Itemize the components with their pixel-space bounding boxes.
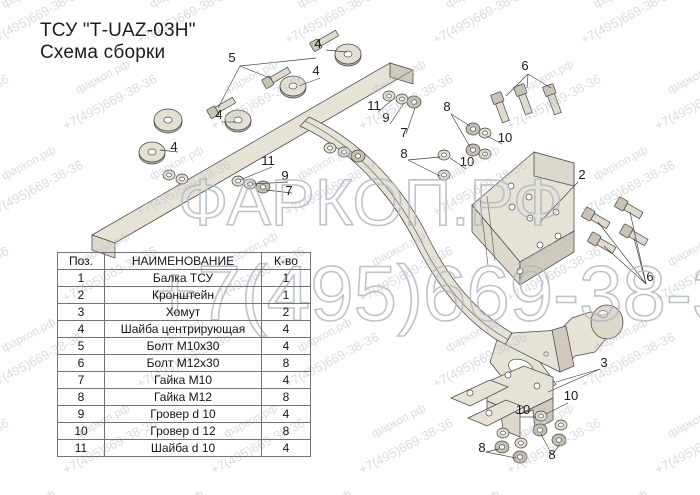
row-name: Гровер d 12 [104, 422, 262, 440]
callout-10: 10 [564, 388, 578, 403]
callout-11: 11 [261, 153, 275, 168]
fastener-cluster-center [162, 90, 422, 194]
page-title: ТСУ "Т-UAZ-03Н" Схема сборки [40, 20, 196, 64]
header-name: НАИМЕНОВАНИЕ [104, 252, 262, 270]
bolt-m10-parts [206, 29, 340, 119]
row-qty: 8 [261, 354, 311, 372]
row-name: Болт М12х30 [104, 354, 262, 372]
header-qty: К-во [261, 252, 311, 270]
callout-3: 3 [600, 355, 607, 370]
bracket-part [471, 151, 575, 286]
row-name: Гровер d 10 [104, 405, 262, 423]
row-name: Шайба центрирующая [104, 320, 262, 338]
table-header-row: Поз. НАИМЕНОВАНИЕ К-во [57, 252, 311, 270]
callout-8: 8 [400, 146, 407, 161]
callout-7: 7 [285, 183, 292, 198]
centering-washer-parts [138, 43, 362, 165]
header-pos: Поз. [57, 252, 105, 270]
row-pos: 2 [57, 286, 105, 304]
callout-9: 9 [382, 110, 389, 125]
row-qty: 2 [261, 303, 311, 321]
callout-6: 6 [521, 58, 528, 73]
callout-10: 10 [498, 130, 512, 145]
row-name: Балка ТСУ [104, 269, 262, 287]
row-qty: 1 [261, 269, 311, 287]
u-clamp-parts [450, 365, 554, 438]
bolt-m12-right-parts [581, 196, 649, 255]
bolt-m12-top-parts [490, 83, 562, 124]
row-pos: 5 [57, 337, 105, 355]
beam-bar [91, 62, 414, 259]
callout-8: 8 [478, 440, 485, 455]
row-qty: 1 [261, 286, 311, 304]
callout-5: 5 [228, 50, 235, 65]
row-qty: 4 [261, 337, 311, 355]
callout-4: 4 [170, 139, 177, 154]
row-pos: 7 [57, 371, 105, 389]
row-qty: 8 [261, 422, 311, 440]
callout-9: 9 [281, 168, 288, 183]
row-qty: 4 [261, 439, 311, 457]
row-name: Гайка М12 [104, 388, 262, 406]
row-pos: 9 [57, 405, 105, 423]
row-qty: 4 [261, 320, 311, 338]
callout-4: 4 [215, 107, 222, 122]
row-pos: 3 [57, 303, 105, 321]
callout-4: 4 [312, 63, 319, 78]
callout-10: 10 [460, 154, 474, 169]
callout-11: 11 [367, 98, 381, 113]
row-pos: 10 [57, 422, 105, 440]
callout-2: 2 [578, 167, 585, 182]
callout-7: 7 [400, 125, 407, 140]
row-pos: 4 [57, 320, 105, 338]
callout-4: 4 [314, 36, 321, 51]
row-name: Хомут [104, 303, 262, 321]
row-pos: 11 [57, 439, 105, 457]
fastener-cluster-bracket [437, 122, 492, 181]
callout-6: 6 [646, 269, 653, 284]
callout-10: 10 [516, 402, 530, 417]
row-pos: 1 [57, 269, 105, 287]
title-line-2: Схема сборки [40, 42, 166, 63]
fastener-cluster-bottom [494, 410, 568, 464]
row-name: Кронштейн [104, 286, 262, 304]
row-qty: 4 [261, 371, 311, 389]
row-qty: 4 [261, 405, 311, 423]
row-name: Гайка М10 [104, 371, 262, 389]
callout-8: 8 [548, 447, 555, 462]
leader-lines [159, 49, 647, 459]
row-name: Болт М10х30 [104, 337, 262, 355]
title-line-1: ТСУ "Т-UAZ-03Н" [40, 20, 196, 41]
row-name: Шайба d 10 [104, 439, 262, 457]
row-qty: 8 [261, 388, 311, 406]
row-pos: 6 [57, 354, 105, 372]
row-pos: 8 [57, 388, 105, 406]
callout-8: 8 [443, 99, 450, 114]
